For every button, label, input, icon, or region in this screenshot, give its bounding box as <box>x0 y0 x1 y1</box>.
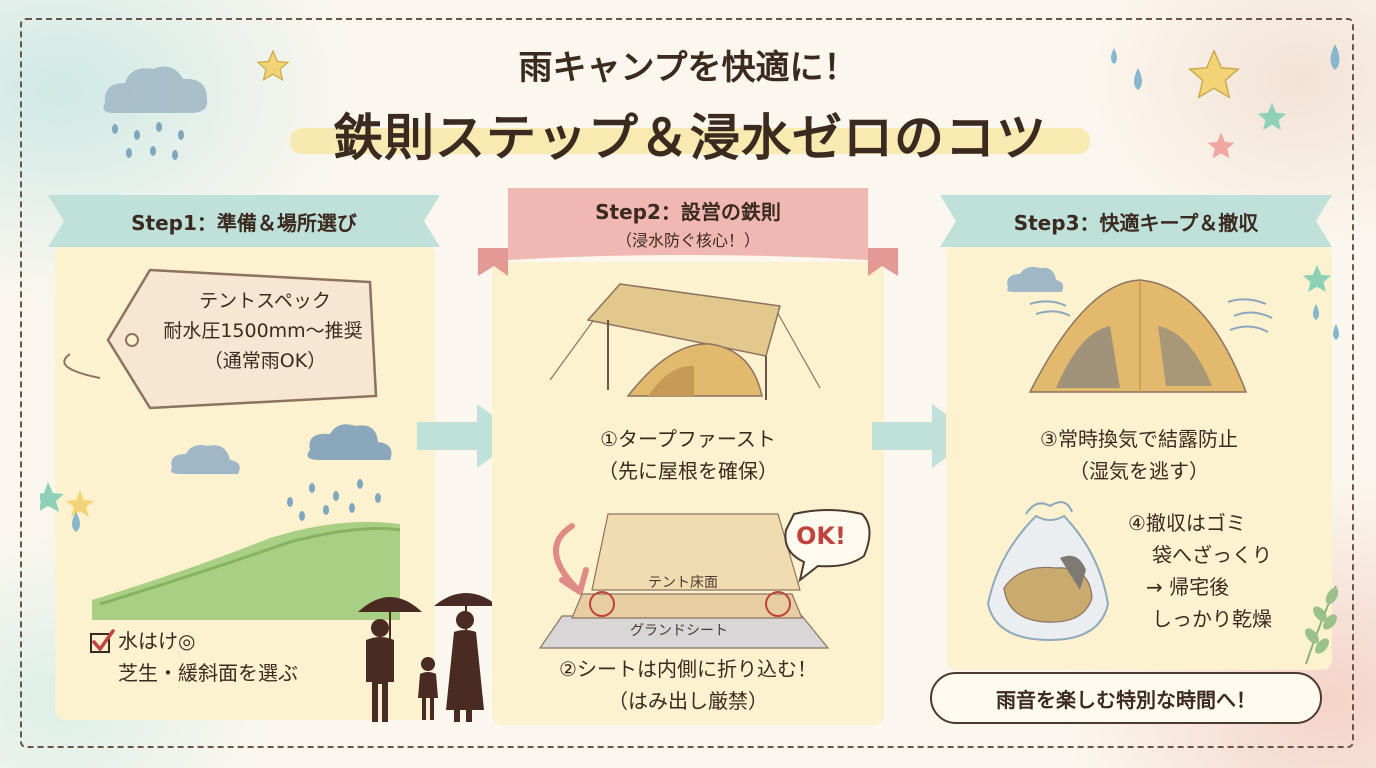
check-line2: 芝生・緩斜面を選ぶ <box>118 661 298 685</box>
sheet-label: グランドシート <box>630 623 728 639</box>
tag-line2: 耐水圧1500mm～推奨 <box>163 320 363 342</box>
star-icon <box>1188 48 1240 99</box>
checkbox-icon <box>90 629 115 653</box>
step3-ribbon: Step3：快適キープ＆撤収 <box>956 195 1316 247</box>
page-title-line2-wrap: 鉄則ステップ＆浸水ゼロのコツ <box>290 98 1090 167</box>
umbrella-family-icon <box>358 593 498 722</box>
ok-label: OK! <box>796 522 846 550</box>
closing-message-bubble: 雨音を楽しむ特別な時間へ！ <box>930 672 1322 724</box>
closing-message: 雨音を楽しむ特別な時間へ！ <box>996 687 1256 712</box>
star-icon <box>1302 264 1332 293</box>
star-icon <box>256 49 290 82</box>
leaf-branch-icon <box>1305 585 1339 665</box>
tip3-line2: （湿気を逃す） <box>1069 459 1209 483</box>
step2-ribbon: Step2：設営の鉄則 （浸水防ぐ核心！） <box>508 190 868 256</box>
tip1-line1: ①タープファースト <box>600 427 776 451</box>
tip4-line1: ④撤収はゴミ <box>1128 511 1246 535</box>
tip1-line2: （先に屋根を確保） <box>598 459 778 483</box>
tip2-line2: （はみ出し厳禁） <box>608 689 768 713</box>
raindrop-icon <box>1313 304 1339 340</box>
tag-line3: （通常雨OK） <box>203 350 327 372</box>
rain-cloud-icon <box>103 66 208 160</box>
step1-ribbon-label: Step1：準備＆場所選び <box>131 210 357 235</box>
tip4-line2: 袋へざっくり <box>1152 543 1272 567</box>
title-highlight <box>290 128 1090 154</box>
trash-bag-icon <box>986 501 1110 642</box>
star-icon <box>1257 102 1287 131</box>
raindrop-icon <box>1111 48 1142 90</box>
check-line1: 水はけ◎ <box>118 629 196 653</box>
floor-label: テント床面 <box>648 575 718 591</box>
step2-ribbon-shape <box>478 188 898 276</box>
step3-ribbon-label: Step3：快適キープ＆撤収 <box>1013 210 1259 235</box>
page-title-line2: 鉄則ステップ＆浸水ゼロのコツ <box>333 109 1047 167</box>
tag-line1: テントスペック <box>199 290 331 312</box>
tip4-line4: しっかり乾燥 <box>1152 607 1272 631</box>
raindrop-icon <box>1330 44 1340 70</box>
step2-ribbon-sublabel: （浸水防ぐ核心！） <box>615 230 760 250</box>
tarp-icon <box>549 283 821 400</box>
page-title-line1: 雨キャンプを快適に！ <box>518 48 858 88</box>
step3-ribbon-shape <box>940 195 1332 247</box>
raindrop-icon <box>72 512 80 532</box>
tip4-line3: → 帰宅後 <box>1146 575 1230 599</box>
tip2-line1: ②シートは内側に折り込む！ <box>559 657 817 681</box>
spec-tag-icon <box>63 268 378 410</box>
step2-ribbon-label: Step2：設営の鉄則 <box>595 199 781 224</box>
ground-sheet-icon <box>538 513 830 649</box>
dashed-frame <box>20 18 1354 748</box>
step1-ribbon-shape <box>48 195 440 247</box>
star-icon <box>1207 132 1235 159</box>
tent-icon <box>1007 266 1273 393</box>
ok-bubble-icon <box>784 509 871 583</box>
step1-ribbon: Step1：準備＆場所選び <box>64 195 424 247</box>
tip3-line1: ③常時換気で結露防止 <box>1040 427 1238 451</box>
hill-scene-icon <box>40 424 401 620</box>
